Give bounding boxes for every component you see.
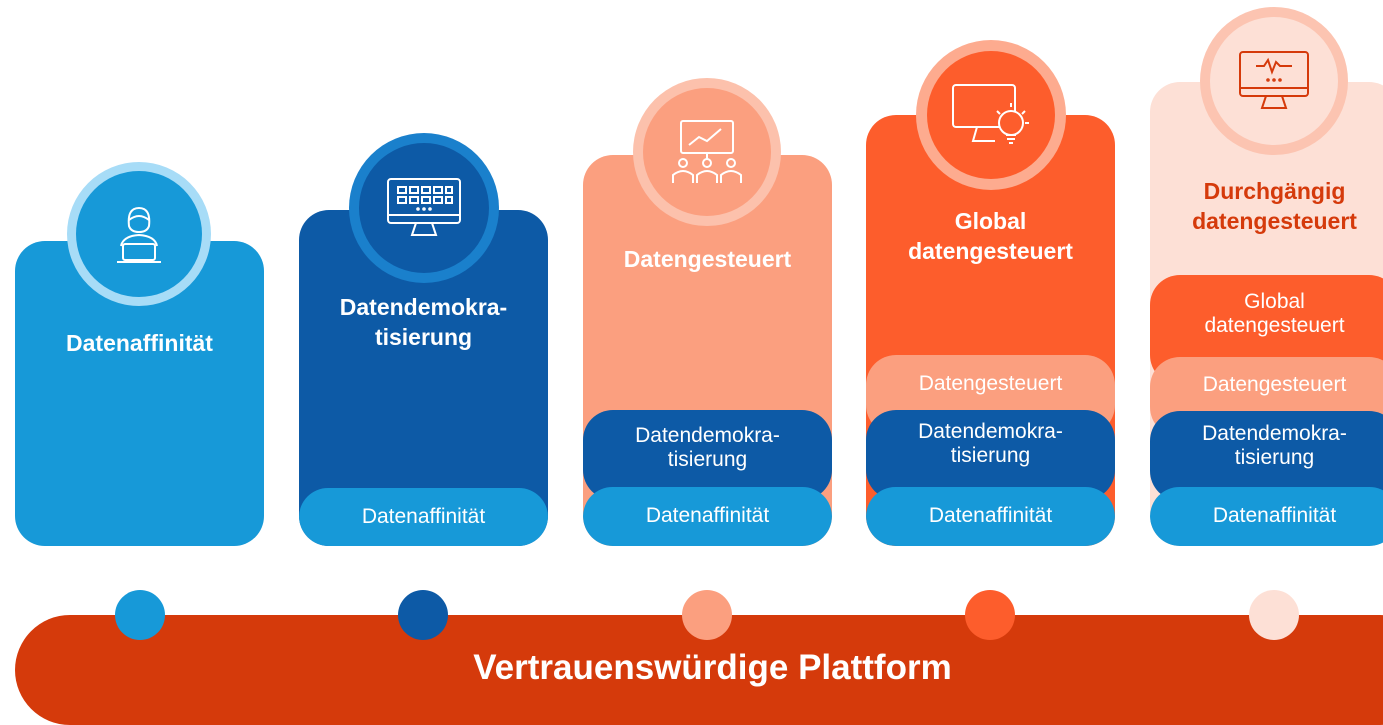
- stage-4-dot: [965, 590, 1015, 640]
- platform-label: Vertrauenswürdige Plattform: [473, 648, 952, 687]
- stage-2-title: Datendemokra- tisierung: [339, 294, 508, 350]
- stage-2-icon-ring: [349, 133, 499, 283]
- stage-3-icon-ring: [633, 78, 781, 226]
- stage-1-icon-ring: [67, 162, 211, 306]
- stage-3-dot: [682, 590, 732, 640]
- stage-2-column: Datendemokra- tisierung Datenaffinität: [299, 210, 548, 546]
- stage-1-title: Datenaffinität: [66, 330, 213, 356]
- stage-4-title: Global datengesteuert: [908, 208, 1073, 264]
- stage-3-title: Datengesteuert: [623, 246, 792, 272]
- stage-4-layer-democratization: Datendemokra- tisierung: [866, 410, 1115, 500]
- stage-5-icon-ring: [1200, 7, 1348, 155]
- person-at-laptop-icon: [117, 206, 161, 263]
- monitor-grid-icon: [387, 178, 461, 236]
- stage-5-layer-affinity: Datenaffinität: [1150, 487, 1383, 546]
- presentation-audience-icon: [672, 120, 742, 183]
- stage-5-dot: [1249, 590, 1299, 640]
- stage-5-title: Durchgängig datengesteuert: [1192, 178, 1357, 234]
- stage-2-layer-affinity: Datenaffinität: [299, 488, 548, 546]
- monitor-lightbulb-icon: [952, 84, 1029, 144]
- stage-4-icon-ring: [916, 40, 1066, 190]
- stage-5-column: Durchgängig datengesteuert Global dateng…: [1150, 82, 1383, 546]
- stage-2-dot: [398, 590, 448, 640]
- stage-4-layer-affinity: Datenaffinität: [866, 487, 1115, 546]
- stage-3-layer-affinity: Datenaffinität: [583, 487, 832, 546]
- monitor-pulse-icon: [1239, 51, 1309, 109]
- stage-3-layer-democratization: Datendemokra- tisierung: [583, 410, 832, 500]
- stage-1-dot: [115, 590, 165, 640]
- stage-5-layer-democratization: Datendemokra- tisierung: [1150, 411, 1383, 501]
- stage-3-column: Datengesteuert Datendemokra- tisierung D…: [583, 155, 832, 546]
